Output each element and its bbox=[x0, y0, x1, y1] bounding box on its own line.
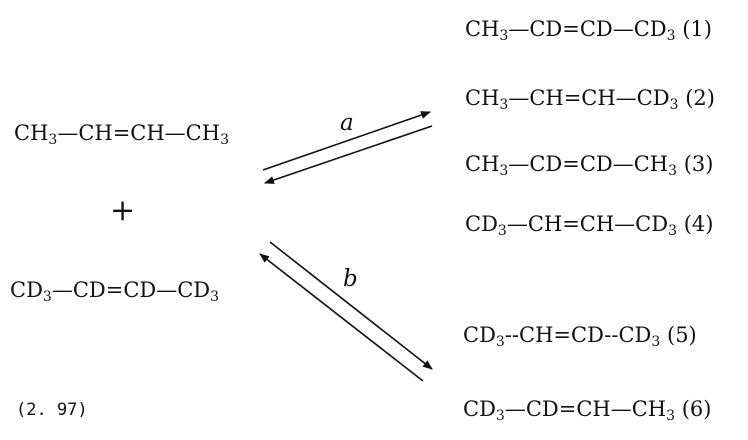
path-label-a: a bbox=[340, 110, 354, 136]
product-6: CD3—CD=CH—CH3 (6) bbox=[463, 397, 712, 424]
arrow-b-reverse bbox=[259, 253, 424, 382]
product-3-number: (3) bbox=[683, 152, 714, 176]
arrow-a-reverse bbox=[264, 125, 433, 184]
arrow-b-forward bbox=[269, 241, 433, 370]
product-4: CD3—CH=CH—CD3 (4) bbox=[465, 212, 714, 239]
product-2: CH3—CH=CH—CD3 (2) bbox=[465, 86, 715, 113]
product-1-formula: CH3—CD=CD—CD3 bbox=[465, 17, 676, 44]
path-label-b: b bbox=[343, 266, 358, 292]
product-3-formula: CH3—CD=CD—CH3 bbox=[465, 152, 678, 179]
product-6-number: (6) bbox=[681, 397, 712, 421]
reactant-2: CD3—CD=CD—CD3 bbox=[10, 278, 220, 305]
product-4-number: (4) bbox=[683, 212, 714, 236]
reactant-1: CH3—CH=CH—CH3 bbox=[14, 121, 229, 148]
product-2-number: (2) bbox=[685, 86, 715, 110]
equation-number: (2. 97) bbox=[16, 400, 88, 420]
product-5-formula: CD3--CH=CD--CD3 bbox=[463, 323, 661, 350]
product-3: CH3—CD=CD—CH3 (3) bbox=[465, 152, 714, 179]
product-2-formula: CH3—CH=CH—CD3 bbox=[465, 86, 679, 113]
product-5: CD3--CH=CD--CD3 (5) bbox=[463, 323, 697, 350]
plus-sign: + bbox=[110, 193, 136, 228]
product-6-formula: CD3—CD=CH—CH3 bbox=[463, 397, 676, 424]
product-4-formula: CD3—CH=CH—CD3 bbox=[465, 212, 678, 239]
product-1: CH3—CD=CD—CD3 (1) bbox=[465, 17, 712, 44]
product-5-number: (5) bbox=[667, 323, 697, 347]
arrow-a-forward bbox=[262, 111, 431, 171]
product-1-number: (1) bbox=[682, 17, 712, 41]
